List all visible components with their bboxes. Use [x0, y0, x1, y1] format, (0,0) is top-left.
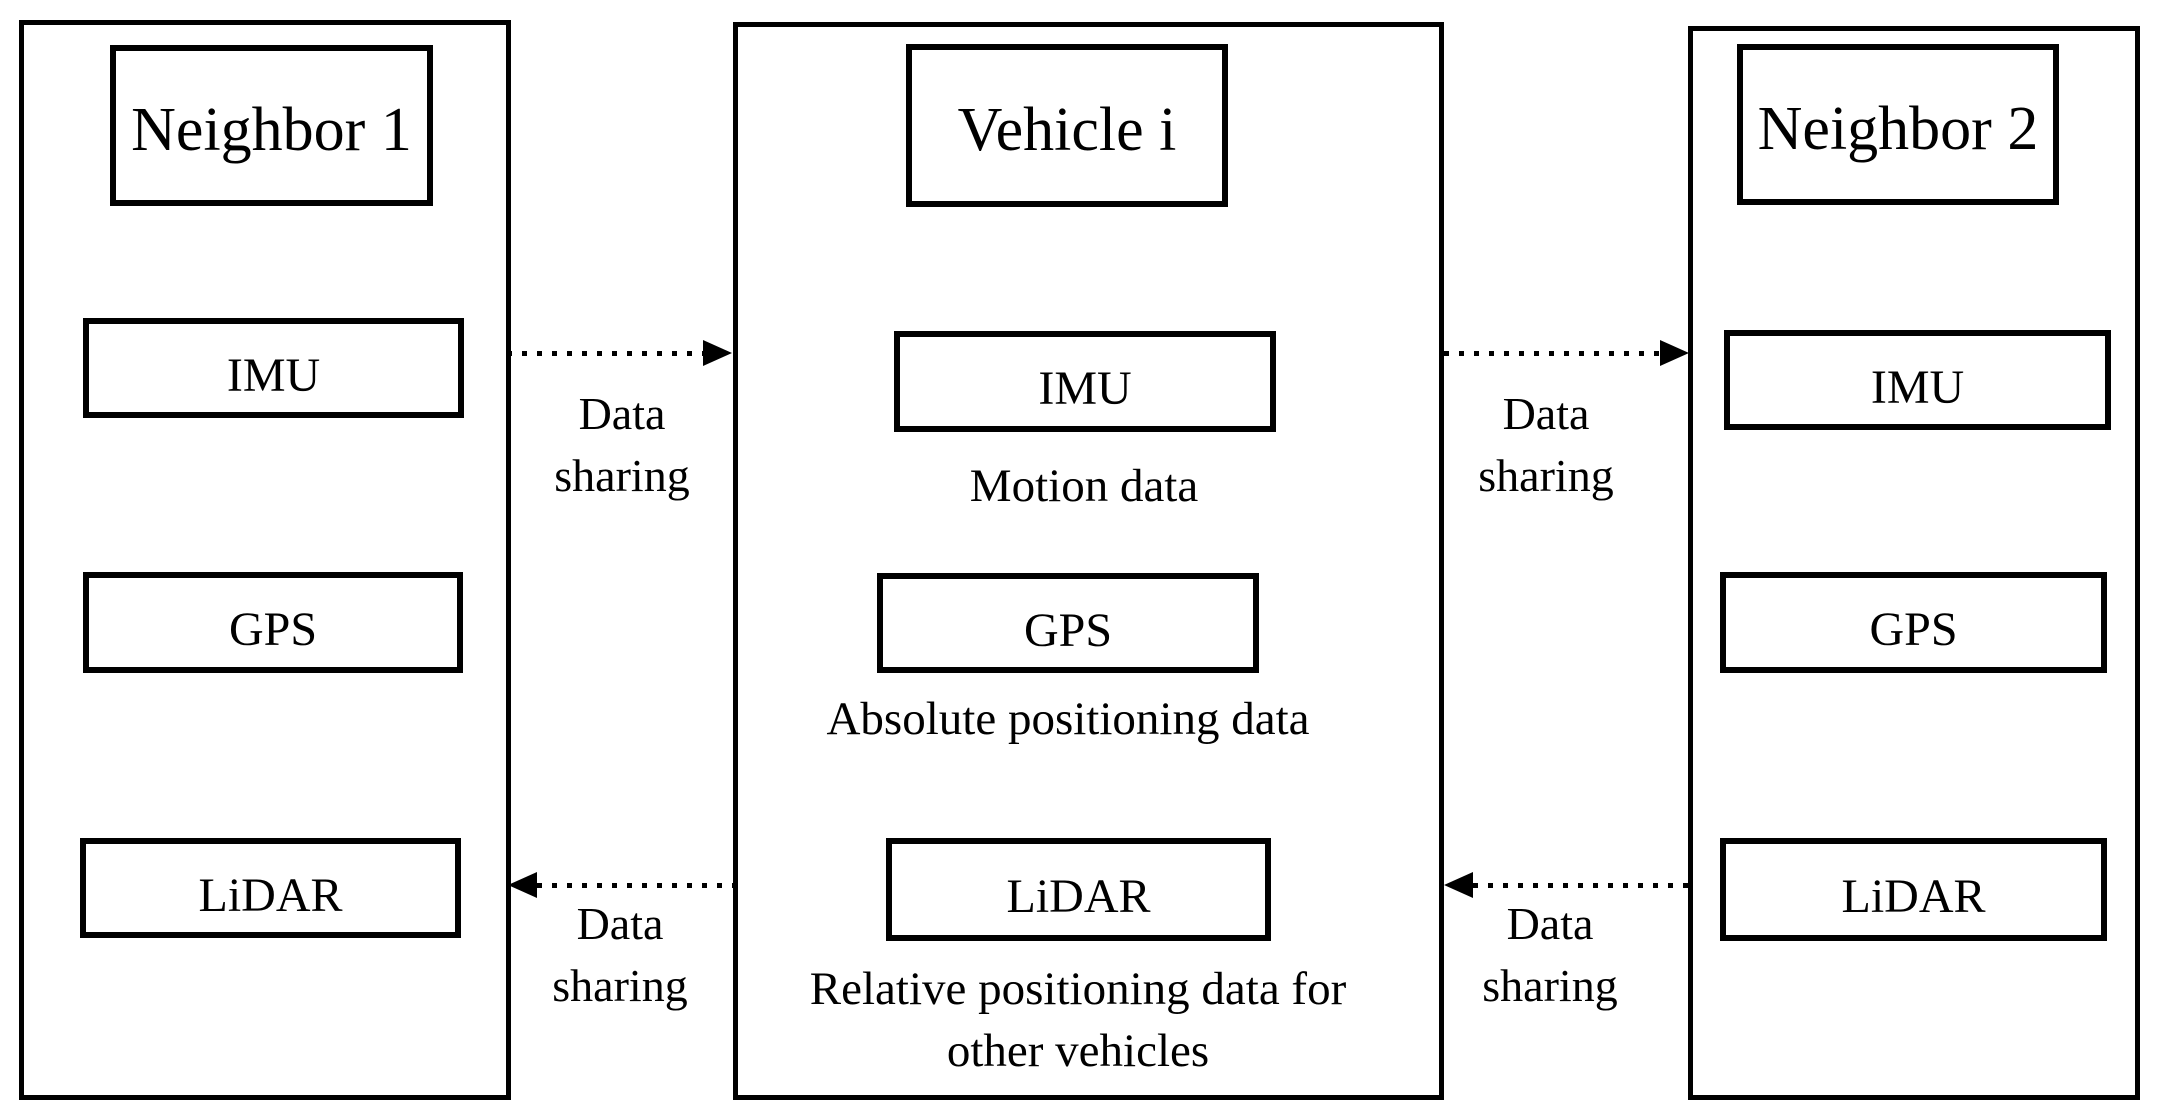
note-absolute-positioning: Absolute positioning data	[768, 688, 1368, 750]
arrowhead-right-icon	[703, 340, 732, 366]
sensor-label-neighbor1-gps: GPS	[228, 603, 318, 656]
note-relative-positioning: Relative positioning data for other vehi…	[778, 958, 1378, 1082]
note-line: Absolute positioning data	[826, 693, 1310, 745]
sensor-box-vehicle-i-gps: GPS	[877, 573, 1259, 673]
note-line: Relative positioning data for	[809, 963, 1347, 1015]
sensor-label-neighbor2-lidar: LiDAR	[1841, 870, 1986, 923]
sensor-label-neighbor1-lidar: LiDAR	[198, 868, 343, 922]
arrowhead-left-icon	[1444, 872, 1473, 898]
arrowhead-left-icon	[508, 872, 537, 898]
note-line: other vehicles	[946, 1025, 1210, 1077]
title-box-vehicle-i: Vehicle i	[906, 44, 1228, 207]
sensor-label-vehicle-i-gps: GPS	[1023, 603, 1113, 657]
sensor-box-neighbor2-lidar: LiDAR	[1720, 838, 2107, 941]
note-motion-data: Motion data	[784, 455, 1384, 517]
title-label-vehicle-i: Vehicle i	[957, 96, 1177, 164]
dotted-line	[507, 351, 703, 356]
sensor-label-neighbor1-imu: IMU	[226, 348, 321, 402]
title-label-neighbor2: Neighbor 2	[1757, 95, 2039, 163]
dotted-line	[1444, 351, 1660, 356]
title-label-neighbor1: Neighbor 1	[131, 96, 412, 164]
dotted-line	[1473, 883, 1688, 888]
data-sharing-label: Data sharing	[552, 898, 688, 1011]
sensor-box-vehicle-i-lidar: LiDAR	[886, 838, 1271, 941]
sensor-box-neighbor1-gps: GPS	[83, 572, 463, 673]
title-box-neighbor1: Neighbor 1	[110, 45, 433, 206]
sensor-label-vehicle-i-imu: IMU	[1038, 362, 1132, 415]
data-sharing-label: Data sharing	[1482, 898, 1618, 1011]
note-line: Motion data	[969, 460, 1199, 512]
data-sharing-label: Data sharing	[1478, 388, 1614, 501]
sensor-box-neighbor2-gps: GPS	[1720, 572, 2107, 673]
sensor-box-vehicle-i-imu: IMU	[894, 331, 1276, 432]
sensor-label-neighbor2-imu: IMU	[1870, 360, 1965, 414]
sensor-label-neighbor2-gps: GPS	[1869, 603, 1958, 656]
sensor-box-neighbor1-imu: IMU	[83, 318, 464, 418]
sensor-box-neighbor1-lidar: LiDAR	[80, 838, 461, 938]
sensor-label-vehicle-i-lidar: LiDAR	[1006, 870, 1151, 923]
arrowhead-right-icon	[1660, 340, 1689, 366]
dotted-line	[537, 883, 733, 888]
data-sharing-label: Data sharing	[554, 388, 690, 501]
title-box-neighbor2: Neighbor 2	[1737, 44, 2059, 205]
sensor-box-neighbor2-imu: IMU	[1724, 330, 2111, 430]
